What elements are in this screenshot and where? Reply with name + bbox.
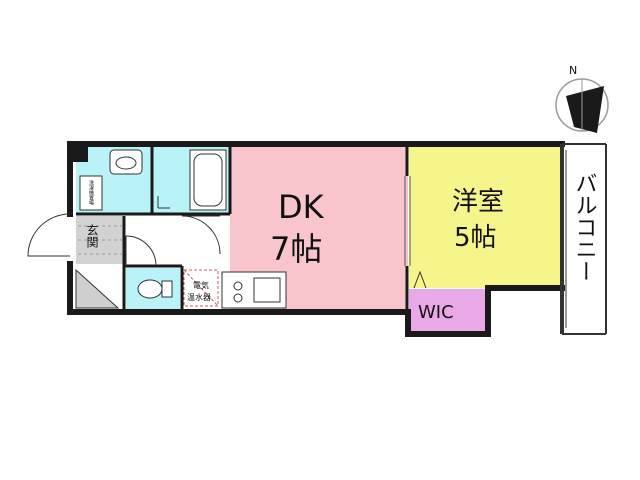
dk-room-size: 7帖: [270, 230, 322, 268]
shoe-cabinet: [75, 268, 120, 309]
western-room: [409, 146, 562, 288]
entrance-tiles: [78, 225, 122, 255]
entrance-label: 玄関: [85, 223, 99, 248]
bathtub: [189, 149, 227, 211]
dk-room-name: DK: [278, 188, 325, 226]
water-heater-diag: [183, 269, 219, 307]
wic-room: [409, 289, 485, 331]
kitchen-counter: [221, 271, 287, 309]
inner-walls: [76, 146, 409, 310]
balcony-outline: [560, 143, 607, 335]
outer-walls: [67, 141, 565, 337]
compass-needle-icon: [566, 86, 604, 133]
heater-label-2: 温水器: [187, 292, 211, 302]
balcony: [562, 146, 604, 332]
western-room-name: 洋室: [452, 187, 504, 217]
compass: N: [555, 64, 609, 133]
wic-door-mark: [413, 270, 427, 289]
compass-north-label: N: [569, 64, 577, 77]
dk-door-arc: [181, 215, 221, 255]
pillar: [70, 144, 88, 162]
washing-machine-space: 洗濯機置場: [79, 175, 103, 211]
bathroom-door: [157, 196, 170, 209]
balcony-label: バルコニー: [572, 172, 597, 282]
heater-label-1: 電気: [193, 280, 209, 290]
sliding-door: [404, 176, 411, 266]
entrance-door-arc: [27, 213, 71, 257]
washer-label: 洗濯機置場: [88, 179, 94, 206]
wic-label: WIC: [418, 302, 454, 323]
western-room-size: 5帖: [454, 223, 497, 253]
toilet: [137, 279, 173, 299]
toilet-door-arc: [125, 235, 157, 267]
washbasin: [109, 149, 143, 175]
water-heater: [183, 269, 219, 307]
